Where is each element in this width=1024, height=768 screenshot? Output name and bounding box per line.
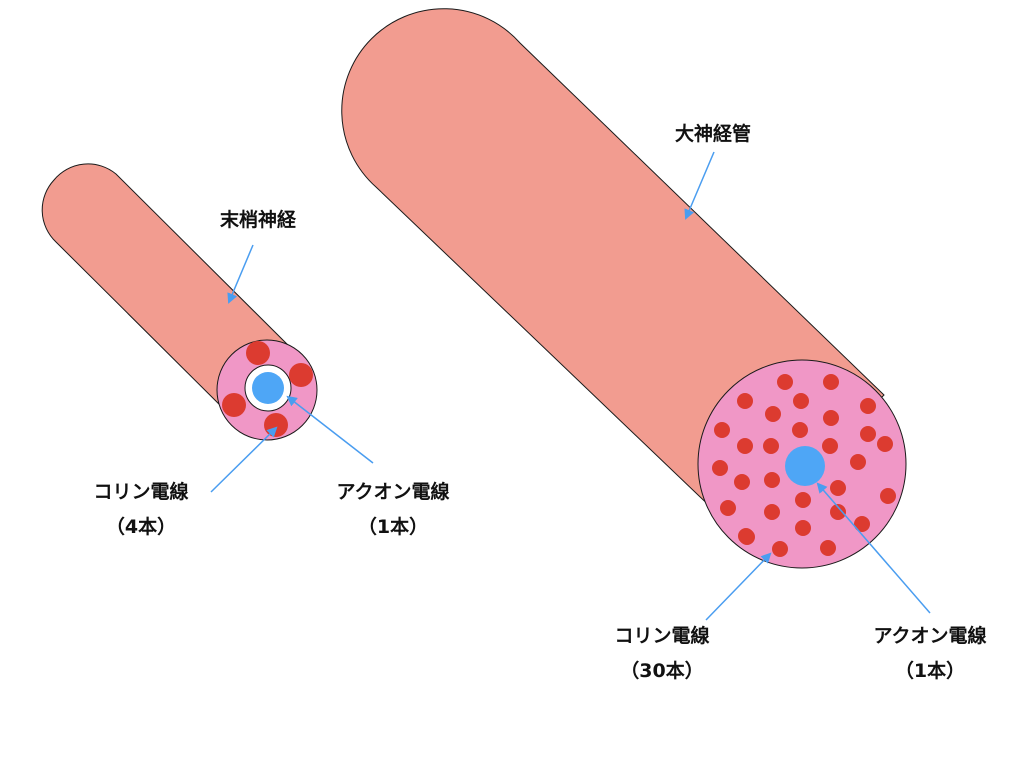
small-axon-leader [286, 395, 374, 464]
large-choline-wire [792, 422, 808, 438]
large-choline-wire [830, 480, 846, 496]
small-choline-leader [210, 426, 278, 493]
large-choline-wire [764, 472, 780, 488]
large-choline-wire [823, 374, 839, 390]
large-axon-wire [785, 446, 825, 486]
small-nerve-title: 末梢神経 [220, 208, 297, 231]
large-nerve [341, 8, 907, 569]
large-choline-wire [720, 500, 736, 516]
large-choline-wire [820, 540, 836, 556]
large-choline-wire [712, 460, 728, 476]
large-choline-wire [850, 454, 866, 470]
large-choline-wire [737, 393, 753, 409]
large-choline-wire [764, 504, 780, 520]
large-choline-wire [880, 488, 896, 504]
small-choline-count: （4本） [106, 515, 176, 538]
large-title-leader [684, 151, 715, 220]
large-choline-wire [795, 520, 811, 536]
small-choline-label: コリン電線 [93, 480, 188, 503]
small-choline-wire [264, 413, 288, 437]
large-choline-wire [738, 528, 754, 544]
large-axon-count: （1本） [895, 659, 965, 682]
small-choline-wire [246, 341, 270, 365]
large-nerve-title: 大神経管 [675, 122, 751, 145]
large-choline-wire [737, 438, 753, 454]
small-choline-wire [222, 393, 246, 417]
large-choline-wire [777, 374, 793, 390]
large-choline-wire [860, 426, 876, 442]
large-choline-wire [765, 406, 781, 422]
large-choline-wire [860, 398, 876, 414]
large-cross-section [697, 359, 907, 569]
small-axon-wire [252, 372, 284, 404]
large-choline-wire [793, 393, 809, 409]
small-title-leader [227, 244, 254, 304]
small-cross-section [216, 339, 318, 441]
large-choline-wire [763, 438, 779, 454]
large-choline-wire [734, 474, 750, 490]
labels: 末梢神経 コリン電線 （4本） アクオン電線 （1本） 大神経管 コリン電線 （… [93, 122, 986, 682]
large-choline-wire [714, 422, 730, 438]
large-axon-leader [816, 482, 931, 614]
small-choline-wire [289, 363, 313, 387]
large-choline-leader [705, 552, 772, 621]
large-choline-wire [877, 436, 893, 452]
large-choline-wires [712, 374, 896, 557]
small-nerve [41, 163, 318, 441]
large-axon-label: アクオン電線 [873, 624, 986, 647]
small-axon-label: アクオン電線 [336, 480, 449, 503]
large-choline-count: （30本） [620, 659, 703, 682]
small-axon-count: （1本） [358, 515, 428, 538]
large-choline-wire [795, 492, 811, 508]
large-choline-wire [823, 410, 839, 426]
leader-lines [210, 151, 931, 621]
large-choline-label: コリン電線 [614, 624, 709, 647]
large-choline-wire [772, 541, 788, 557]
large-choline-wire [822, 438, 838, 454]
large-choline-wire [830, 504, 846, 520]
large-choline-wire [854, 516, 870, 532]
